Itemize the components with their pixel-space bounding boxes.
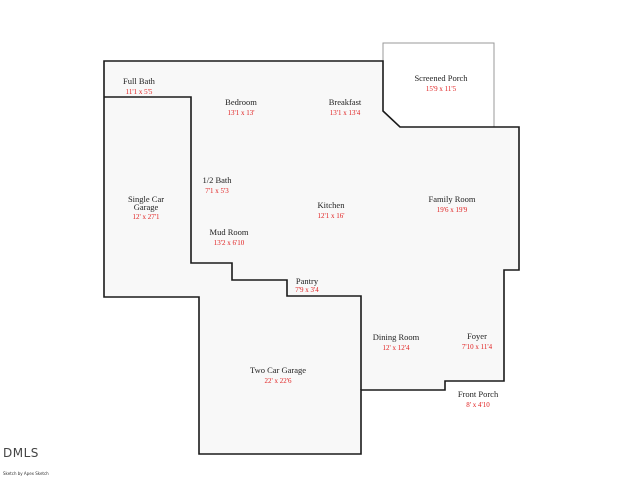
room-dims: 22' x 22'6 bbox=[264, 377, 292, 385]
interior-wall-single-garage bbox=[104, 96, 362, 390]
room-name: Breakfast bbox=[328, 97, 362, 107]
room-name: Foyer bbox=[467, 331, 487, 341]
room-dims: 19'6 x 19'9 bbox=[436, 206, 468, 214]
room-front-porch: Front Porch 8' x 4'10 bbox=[458, 390, 498, 410]
room-dims: 12' x 12'4 bbox=[382, 344, 410, 352]
room-dims: 13'1 x 13'4 bbox=[329, 109, 361, 117]
room-name: Mud Room bbox=[209, 227, 249, 237]
screened-porch-outline bbox=[382, 42, 495, 128]
room-name: Bedroom bbox=[225, 97, 257, 107]
room-dims: 7'9 x 3'4 bbox=[295, 286, 319, 294]
room-bedroom: Bedroom 13'1 x 13' bbox=[225, 98, 257, 118]
room-dims: 13'2 x 6'10 bbox=[213, 239, 245, 247]
room-name: Pantry bbox=[295, 276, 319, 286]
room-dims: 7'1 x 5'3 bbox=[205, 187, 229, 195]
brand-logo: DMLS bbox=[3, 446, 39, 460]
room-full-bath: Full Bath 11'1 x 5'5 bbox=[123, 77, 155, 97]
room-family-room: Family Room 19'6 x 19'9 bbox=[429, 195, 476, 215]
room-name: Family Room bbox=[428, 194, 476, 204]
room-dims: 11'1 x 5'5 bbox=[125, 88, 153, 96]
room-dims: 12' x 27'1 bbox=[132, 213, 160, 221]
room-screened-porch: Screened Porch 15'9 x 11'5 bbox=[414, 74, 467, 94]
room-dining-room: Dining Room 12' x 12'4 bbox=[373, 333, 420, 353]
room-two-car-garage: Two Car Garage 22' x 22'6 bbox=[250, 366, 306, 386]
room-kitchen: Kitchen 12'1 x 16' bbox=[317, 201, 344, 221]
room-breakfast: Breakfast 13'1 x 13'4 bbox=[329, 98, 362, 118]
room-dims: 13'1 x 13' bbox=[227, 109, 255, 117]
room-half-bath: 1/2 Bath 7'1 x 5'3 bbox=[202, 176, 231, 196]
room-name: Kitchen bbox=[317, 200, 345, 210]
house-outline bbox=[103, 60, 520, 455]
room-name: 1/2 Bath bbox=[202, 175, 232, 185]
room-name: Full Bath bbox=[123, 76, 155, 86]
room-mud-room: Mud Room 13'2 x 6'10 bbox=[210, 228, 249, 248]
room-dims: 8' x 4'10 bbox=[466, 401, 490, 409]
room-dims: 12'1 x 16' bbox=[317, 212, 345, 220]
room-name: Two Car Garage bbox=[249, 365, 307, 375]
sketch-credit: Sketch by Apex Sketch bbox=[3, 471, 49, 476]
room-name: Screened Porch bbox=[414, 73, 468, 83]
room-name: Dining Room bbox=[372, 332, 420, 342]
room-dims: 15'9 x 11'5 bbox=[425, 85, 457, 93]
room-dims: 7'10 x 11'4 bbox=[461, 343, 493, 351]
room-name: Front Porch bbox=[457, 389, 499, 399]
room-name: Single Car Garage bbox=[127, 194, 165, 212]
room-foyer: Foyer 7'10 x 11'4 bbox=[462, 332, 492, 352]
